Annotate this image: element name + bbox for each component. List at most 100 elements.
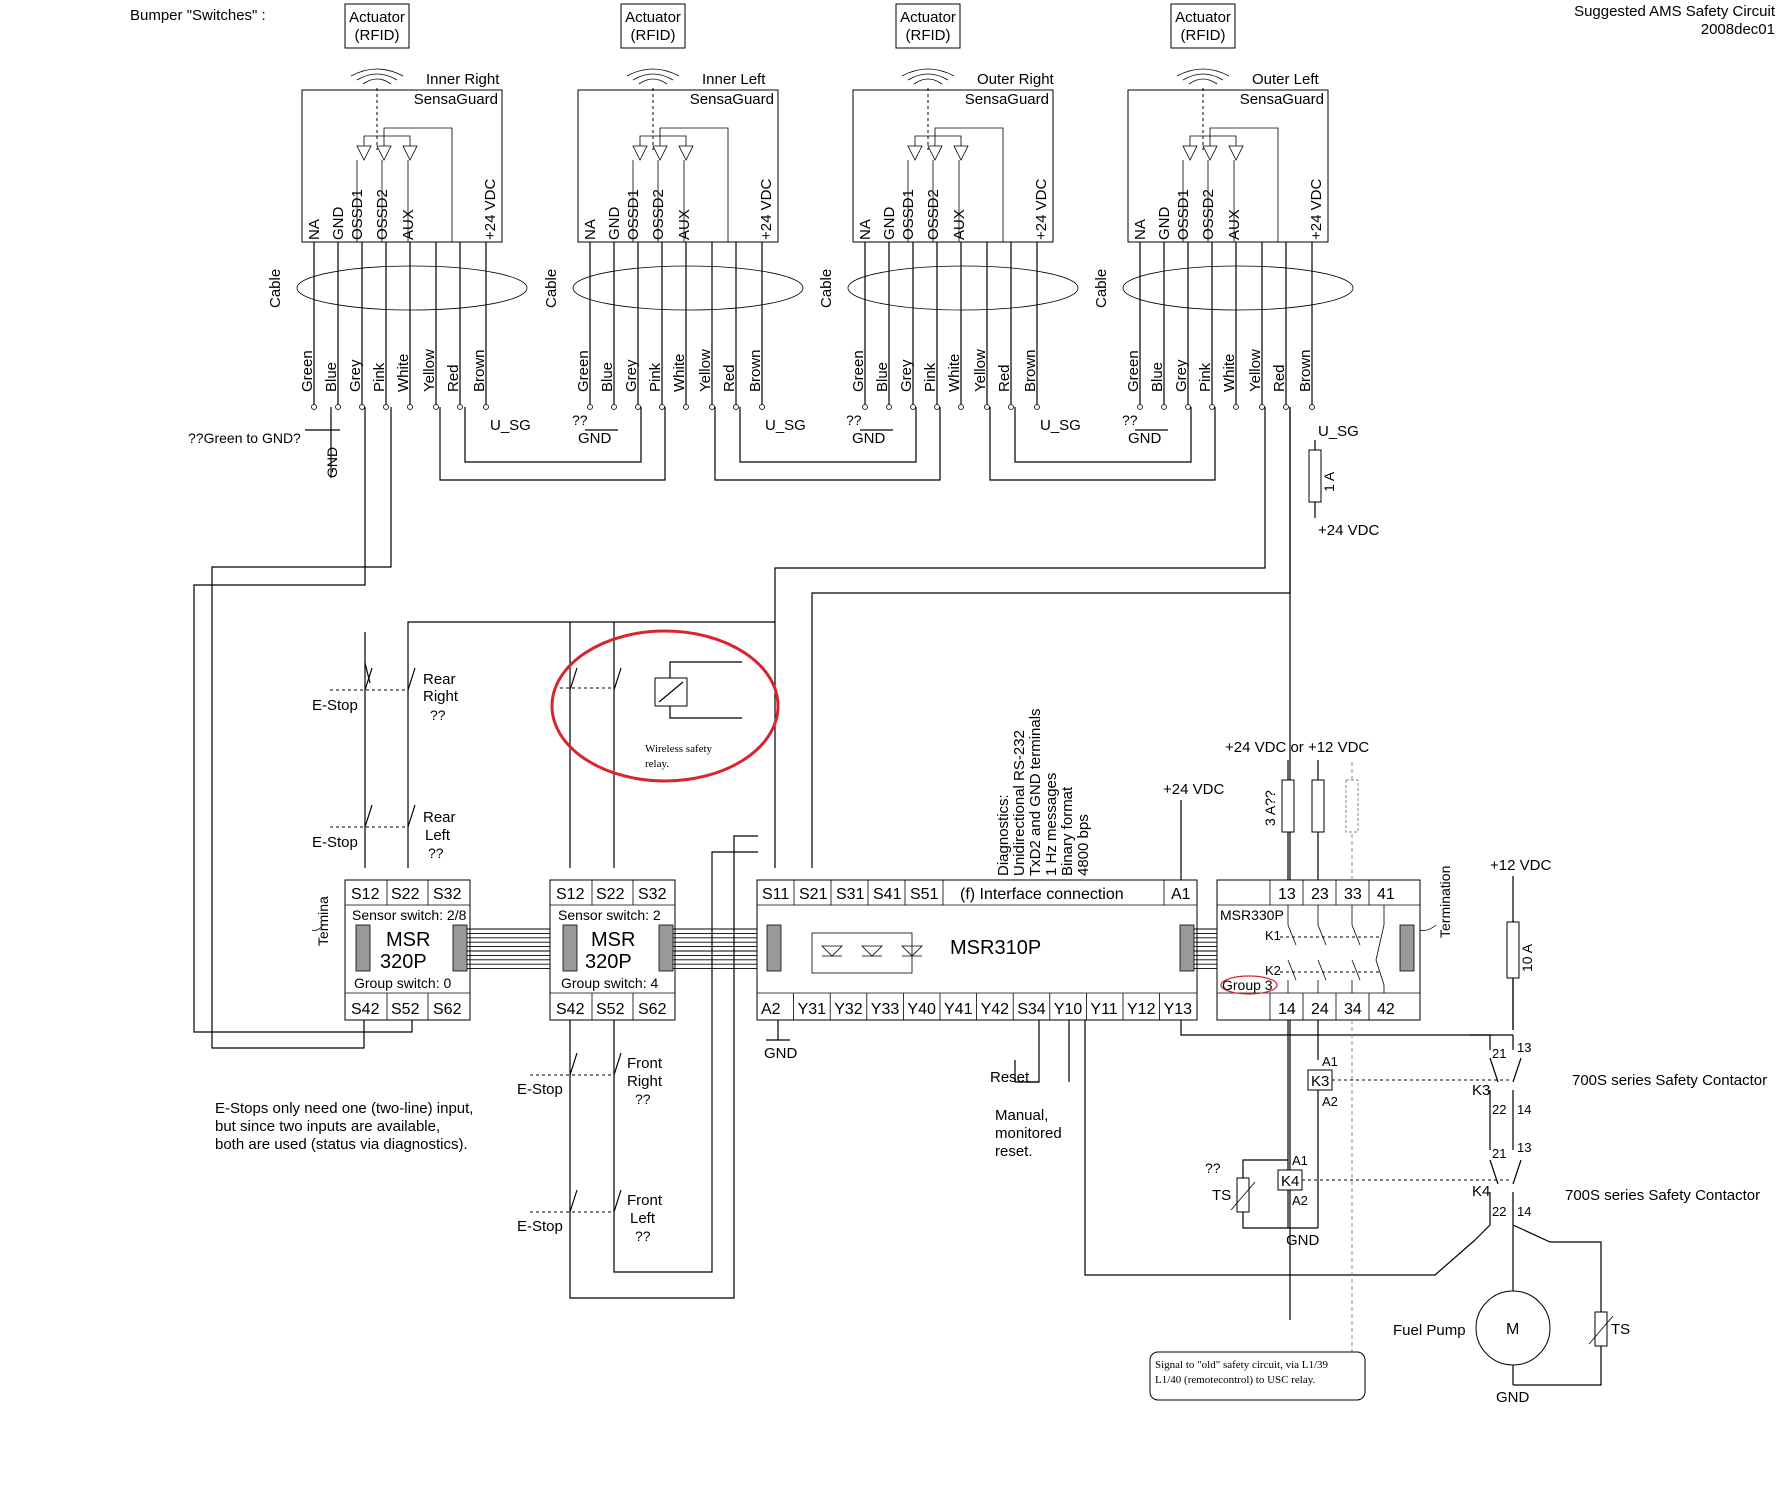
svg-text:TxD2 and GND terminals: TxD2 and GND terminals — [1027, 708, 1044, 876]
wire-color-label: Grey — [1173, 359, 1190, 392]
bumper-switches-title: Bumper "Switches" : — [130, 7, 266, 24]
msr310-supply: +24 VDC — [1163, 781, 1224, 798]
position-label: Outer Right — [977, 71, 1055, 88]
wire-color-label: Yellow — [697, 349, 714, 392]
msr310-gnd: GND — [764, 1045, 798, 1062]
old-safety-signal-note: Signal to "old" safety circuit, via L1/3… — [1149, 1351, 1366, 1401]
ribbon-cable-b — [673, 928, 767, 970]
position-label: Inner Left — [702, 71, 766, 88]
msr320a-group: Group switch: 0 — [354, 975, 451, 991]
wireless-relay-l2: relay. — [645, 758, 669, 770]
msr310-top-terminal: S51 — [910, 886, 939, 903]
msr330-supply: +24 VDC or +12 VDC — [1225, 739, 1369, 756]
wire-color-label: Green — [850, 350, 867, 392]
svg-text:L1/40 (remotecontrol) to USC r: L1/40 (remotecontrol) to USC relay. — [1155, 1374, 1316, 1386]
msr320b-s62: S62 — [638, 1001, 667, 1018]
msr320a-s52: S52 — [391, 1001, 420, 1018]
wire-color-label: Green — [299, 350, 316, 392]
svg-text:Signal to "old" safety circuit: Signal to "old" safety circuit, via L1/3… — [1155, 1359, 1329, 1371]
svg-text:Unidirectional RS-232: Unidirectional RS-232 — [1011, 730, 1028, 876]
bumper-wiring: ??Green to GND? GND U_SG U_SG U_SG U_SG … — [188, 407, 1379, 1320]
group-3-label: Group 3 — [1222, 977, 1273, 993]
pin-label: +24 VDC — [1033, 179, 1050, 240]
wire-color-label: Pink — [647, 362, 664, 392]
msr310-top-terminal: S31 — [836, 886, 865, 903]
pin-label: OSSD2 — [374, 189, 391, 240]
wire-color-label: Yellow — [421, 349, 438, 392]
u-sg-label-2: U_SG — [765, 417, 806, 434]
rear-right-l3: ?? — [430, 707, 446, 723]
msr320b-s12: S12 — [556, 886, 585, 903]
msr310-top-terminal: S21 — [799, 886, 828, 903]
k3-n13: 13 — [1517, 1040, 1531, 1055]
k3-contact-label: K3 — [1472, 1082, 1490, 1099]
pin-label: AUX — [1226, 209, 1243, 240]
msr320b-name1: MSR — [591, 929, 635, 951]
pin-label: OSSD2 — [650, 189, 667, 240]
pin-label: +24 VDC — [1308, 179, 1325, 240]
ts-qq: ?? — [1205, 1160, 1221, 1176]
opto-couplers — [811, 932, 923, 974]
supply-24-label: +24 VDC — [1318, 522, 1379, 539]
pin-label: NA — [582, 219, 599, 240]
msr320a-name1: MSR — [386, 929, 430, 951]
pin-label: OSSD1 — [900, 189, 917, 240]
rear-left-l1: Rear — [423, 809, 456, 826]
msr310-bottom-terminal: Y32 — [834, 1001, 863, 1018]
wire-color-label: Green — [1125, 350, 1142, 392]
wire-color-label: White — [1221, 354, 1238, 392]
contactor-gnd: GND — [1286, 1232, 1320, 1249]
pin-label: AUX — [400, 209, 417, 240]
pin-label: GND — [606, 207, 623, 241]
msr320p-module-b: S12 S22 S32 S42 S52 S62 Sensor switch: 2… — [549, 879, 676, 1021]
msr320a-s62: S62 — [433, 1001, 462, 1018]
gnd-label-4: GND — [1128, 430, 1162, 447]
estop-rear-left: E-Stop — [312, 834, 358, 851]
k3-coil: K3 — [1311, 1073, 1329, 1090]
termination-label: Termination — [1437, 866, 1453, 938]
wire-color-label: Blue — [1149, 362, 1166, 392]
msr320a-sensor: Sensor switch: 2/8 — [352, 907, 467, 923]
k4-contact-label: K4 — [1472, 1183, 1490, 1200]
cable-label: Cable — [543, 269, 560, 308]
reset-note-l2: monitored — [995, 1125, 1062, 1142]
svg-text:Diagnostics:: Diagnostics: — [995, 794, 1012, 876]
circuit-title: Suggested AMS Safety Circuit — [1574, 3, 1776, 20]
rfid-label: (RFID) — [355, 27, 400, 44]
msr310-bottom-terminal: Y11 — [1090, 1001, 1117, 1018]
pin-label: NA — [1132, 219, 1149, 240]
motor-m: M — [1506, 1321, 1519, 1338]
wire-color-label: Red — [1271, 364, 1288, 392]
msr320p-module-a: S12 S22 S32 S42 S52 S62 Sensor switch: 2… — [311, 879, 471, 1021]
front-left-l1: Front — [627, 1192, 663, 1209]
position-label: Inner Right — [426, 71, 500, 88]
interface-connection: (f) Interface connection — [960, 886, 1124, 903]
wire-color-label: White — [671, 354, 688, 392]
front-right-l3: ?? — [635, 1091, 651, 1107]
front-right-l2: Right — [627, 1073, 663, 1090]
k3-n22: 22 — [1492, 1102, 1506, 1117]
wire-color-label: Yellow — [1247, 349, 1264, 392]
msr320a-s32: S32 — [433, 886, 462, 903]
ts-label-1: TS — [1212, 1187, 1231, 1204]
pin-label: OSSD1 — [625, 189, 642, 240]
pin-label: OSSD1 — [1175, 189, 1192, 240]
svg-text:4800 bps: 4800 bps — [1075, 814, 1092, 876]
actuator-label: Actuator — [349, 9, 405, 26]
k4-a2: A2 — [1292, 1193, 1308, 1208]
k4-n21: 21 — [1492, 1146, 1506, 1161]
wire-color-label: White — [395, 354, 412, 392]
wire-color-label: Blue — [323, 362, 340, 392]
reset-label: Reset — [990, 1069, 1030, 1086]
contactor-label-2: 700S series Safety Contactor — [1565, 1187, 1760, 1204]
fuel-pump-label: Fuel Pump — [1393, 1322, 1466, 1339]
actuator-label: Actuator — [1175, 9, 1231, 26]
k1-label: K1 — [1265, 928, 1281, 943]
msr320a-termina: Termina — [315, 896, 331, 946]
wire-color-label: Brown — [471, 349, 488, 392]
